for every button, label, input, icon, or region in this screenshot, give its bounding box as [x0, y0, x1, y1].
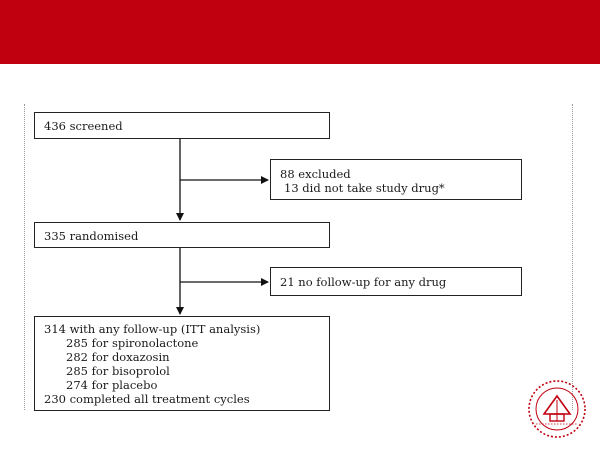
excluded-label: 88 excluded: [280, 167, 351, 181]
followup-placebo: 274 for placebo: [66, 378, 158, 392]
left-guide-line: [24, 104, 25, 410]
right-guide-line: [572, 104, 573, 410]
followup-title: 314 with any follow-up (ITT analysis): [44, 322, 261, 336]
followup-bisoprolol: 285 for bisoprolol: [66, 364, 170, 378]
university-seal-icon: [528, 380, 586, 438]
screened-label: 436 screened: [44, 119, 123, 133]
screened-box: 436 screened: [34, 112, 330, 139]
randomised-box: 335 randomised: [34, 222, 330, 248]
no-followup-box: 21 no follow-up for any drug: [270, 267, 522, 296]
followup-doxazosin: 282 for doxazosin: [66, 350, 170, 364]
did-not-take-drug-label: 13 did not take study drug*: [284, 181, 445, 195]
followup-spironolactone: 285 for spironolactone: [66, 336, 199, 350]
completed-label: 230 completed all treatment cycles: [44, 392, 250, 406]
no-followup-label: 21 no follow-up for any drug: [280, 275, 447, 289]
randomised-label: 335 randomised: [44, 229, 139, 243]
excluded-box: 88 excluded 13 did not take study drug*: [270, 159, 522, 200]
followup-box: 314 with any follow-up (ITT analysis) 28…: [34, 316, 330, 411]
header-banner: [0, 0, 600, 64]
